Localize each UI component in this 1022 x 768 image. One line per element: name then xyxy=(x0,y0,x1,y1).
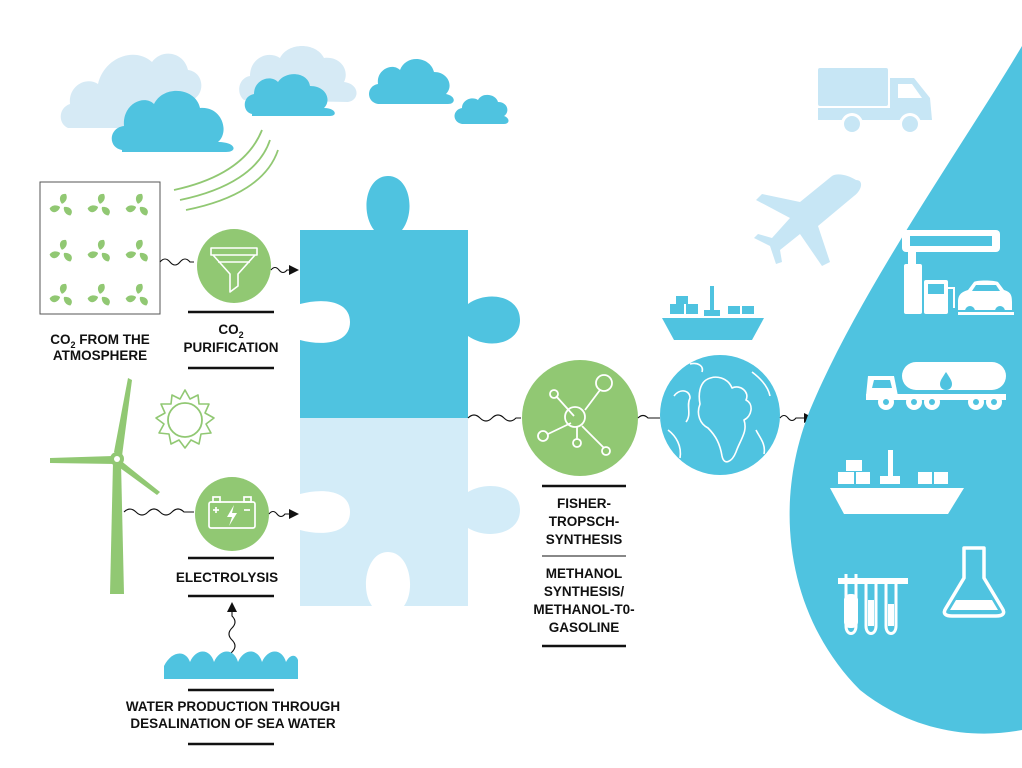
fuel-station-icon xyxy=(902,230,1000,314)
label-co2-purification: CO2 xyxy=(218,322,243,340)
label-methanol-line4: GASOLINE xyxy=(549,620,620,635)
cloud-icon xyxy=(60,53,234,152)
label-co2-atmosphere-line2: ATMOSPHERE xyxy=(53,348,147,363)
flask-icon xyxy=(942,546,1006,618)
airplane-icon xyxy=(754,174,862,266)
label-co2-atmosphere: CO2 FROM THE xyxy=(50,332,150,350)
sea-waves-icon xyxy=(164,651,298,679)
label-fischer-tropsch-line2: TROPSCH- xyxy=(549,514,620,529)
cloud-icon xyxy=(454,94,509,124)
car-icon xyxy=(958,280,1014,316)
ship-icon xyxy=(662,286,764,340)
flow-line-air-to-filter xyxy=(159,258,194,266)
flow-line-puzzle-to-synthesis xyxy=(467,414,521,422)
label-methanol-line2: SYNTHESIS/ xyxy=(544,584,625,599)
truck-icon xyxy=(818,68,932,135)
cloud-icon xyxy=(239,46,357,116)
flow-line-battery-to-puzzle xyxy=(268,509,299,519)
label-methanol: METHANOL xyxy=(546,566,623,581)
puzzle-piece-icon xyxy=(300,418,520,606)
label-electrolysis: ELECTROLYSIS xyxy=(176,570,278,585)
wind-turbine-icon xyxy=(50,378,160,594)
label-fischer-tropsch-line3: SYNTHESIS xyxy=(546,532,623,547)
label-fischer-tropsch: FISHER- xyxy=(557,496,611,511)
label-co2-purification-line2: PURIFICATION xyxy=(184,340,279,355)
globe-icon xyxy=(660,355,780,475)
air-stream-lines xyxy=(173,129,279,211)
filter-funnel-icon xyxy=(197,229,271,303)
puzzle-piece-icon xyxy=(300,176,520,418)
cloud-icon xyxy=(369,58,454,104)
flow-line-filter-to-puzzle xyxy=(270,265,299,275)
label-water-production: WATER PRODUCTION THROUGH xyxy=(126,699,340,714)
flow-line-synthesis-to-globe xyxy=(637,414,660,419)
flow-line-globe-to-drop xyxy=(779,413,814,423)
label-methanol-line3: METHANOL-T0- xyxy=(533,602,634,617)
test-tubes-icon xyxy=(838,574,908,635)
cargo-ship-icon xyxy=(830,450,964,514)
sun-icon xyxy=(155,389,215,449)
flow-line-turbine-to-battery xyxy=(123,508,194,516)
battery-icon xyxy=(195,477,269,551)
molecule-icon xyxy=(522,360,638,476)
label-water-production-line2: DESALINATION OF SEA WATER xyxy=(130,716,335,731)
tanker-truck-icon xyxy=(866,362,1006,410)
